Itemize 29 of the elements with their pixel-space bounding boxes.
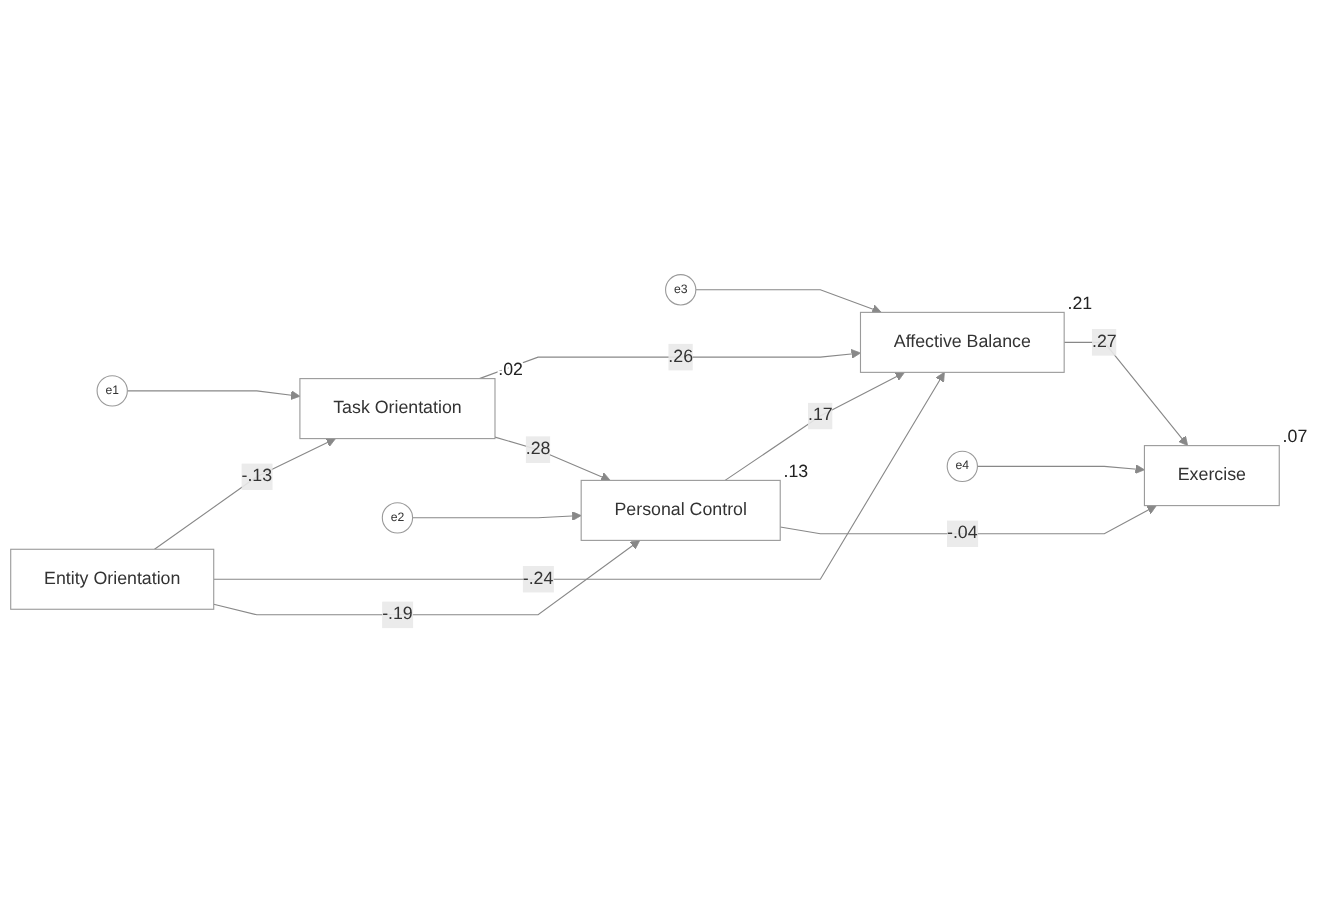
edge-label: -.19	[382, 604, 413, 624]
r-squared-label: .13	[783, 460, 809, 481]
arrow	[412, 510, 582, 521]
r-squared-label: .07	[1282, 425, 1308, 446]
edge-label: .27	[1091, 331, 1117, 351]
node-box: Affective Balance	[859, 311, 1065, 373]
arrow	[213, 371, 945, 580]
node-box: Personal Control	[580, 479, 781, 541]
arrow	[126, 389, 301, 400]
arrow	[724, 371, 905, 481]
node-box: Task Orientation	[299, 377, 496, 439]
arrow	[779, 504, 1157, 534]
node-box: Exercise	[1143, 444, 1280, 506]
edge-label: -.24	[522, 568, 554, 588]
arrow	[1063, 341, 1189, 446]
edge-label: .28	[525, 439, 551, 459]
arrow	[213, 539, 641, 615]
r-squared-label: .21	[1067, 292, 1093, 313]
edge-label: .26	[668, 346, 694, 366]
arrow	[976, 463, 1145, 474]
arrow	[153, 437, 336, 550]
r-squared-label: .02	[498, 358, 523, 379]
edge-label: -.04	[947, 523, 978, 543]
arrow	[494, 436, 611, 482]
node-box: Entity Orientation	[10, 548, 215, 610]
edge-label: .17	[807, 405, 833, 425]
edge-label: -.13	[241, 466, 273, 486]
arrow	[695, 288, 882, 314]
arrow	[478, 348, 861, 379]
